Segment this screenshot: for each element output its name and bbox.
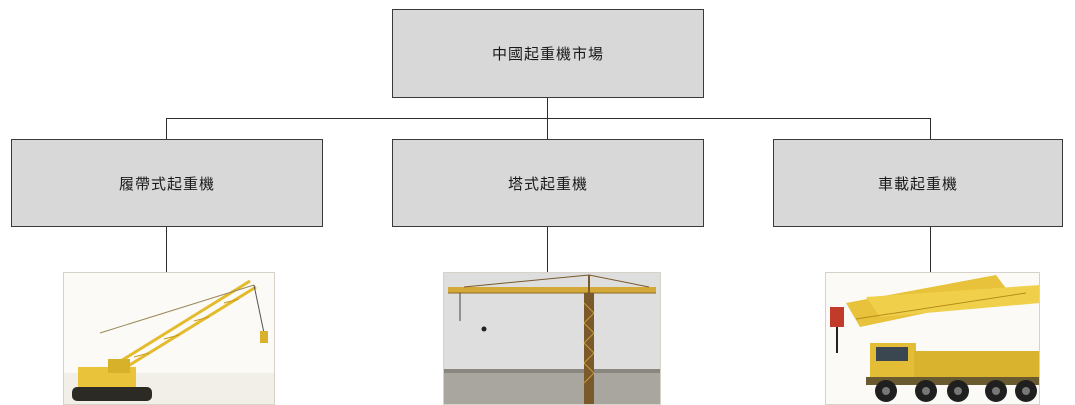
root-node-label: 中國起重機市場 xyxy=(491,45,604,63)
truck-crane-photo xyxy=(825,272,1040,405)
connector-root-down xyxy=(547,98,548,119)
child-node-truck-crane: 車載起重機 xyxy=(773,139,1063,227)
connector-left-to-photo xyxy=(166,227,167,272)
connector-right-drop xyxy=(930,118,931,139)
child-node-tower-crane: 塔式起重機 xyxy=(392,139,704,227)
connector-left-drop xyxy=(166,118,167,139)
connector-mid-to-photo xyxy=(547,227,548,272)
tower-crane-photo xyxy=(443,272,661,405)
connector-horizontal xyxy=(166,118,931,119)
crawler-crane-photo xyxy=(63,272,275,405)
child-node-label: 塔式起重機 xyxy=(507,174,588,193)
child-node-label: 履帶式起重機 xyxy=(118,174,215,193)
child-node-label: 車載起重機 xyxy=(877,174,958,193)
root-node-china-crane-market: 中國起重機市場 xyxy=(392,9,704,98)
connector-mid-drop xyxy=(547,118,548,139)
connector-right-to-photo xyxy=(930,227,931,272)
child-node-crawler-crane: 履帶式起重機 xyxy=(11,139,323,227)
